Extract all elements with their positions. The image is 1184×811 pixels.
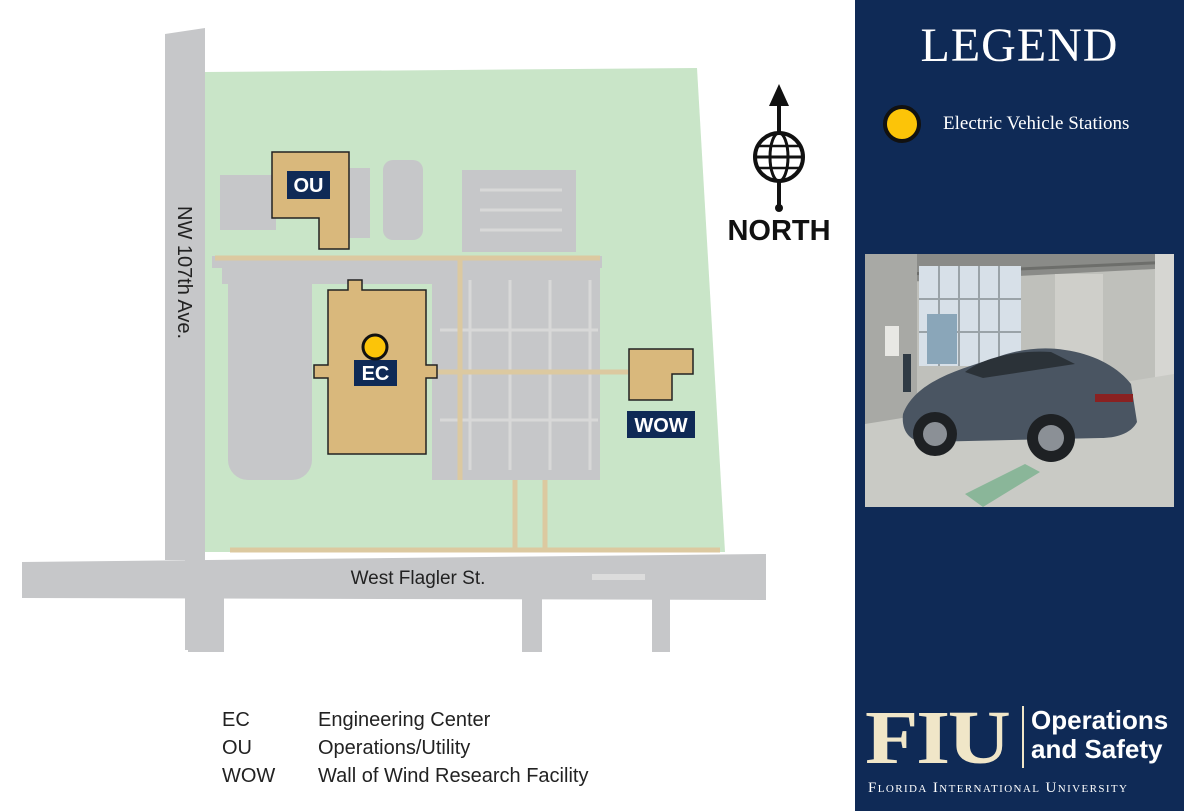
legend-item-label: Electric Vehicle Stations (943, 113, 1130, 134)
key-name: Operations/Utility (318, 736, 471, 759)
street-label-nw-107th: NW 107th Ave. (173, 206, 195, 339)
building-ou-label-bg (287, 171, 330, 199)
road-stub (188, 596, 224, 652)
department-name: Operations and Safety (1031, 706, 1168, 764)
north-label: NORTH (727, 215, 830, 247)
key-row: WOW Wall of Wind Research Facility (222, 762, 588, 790)
road-nw-107th-ave (165, 28, 205, 650)
walkways (215, 255, 720, 553)
building-key: EC Engineering Center OU Operations/Util… (222, 706, 588, 790)
department-line1: Operations (1031, 705, 1169, 735)
road-west-flagler (22, 554, 766, 600)
campus-map: OU EC WOW NW 107th Ave. West Flagler St.… (22, 28, 831, 652)
key-name: Wall of Wind Research Facility (318, 764, 589, 787)
key-row: OU Operations/Utility (222, 734, 588, 762)
ev-station-dot-icon[interactable] (361, 333, 389, 361)
legend-panel: LEGEND Electric Vehicle Stations (855, 0, 1184, 811)
north-compass-icon (753, 84, 805, 212)
brand-divider (1022, 706, 1024, 768)
ev-photo-illustration (865, 254, 1174, 507)
street-label-west-flagler: West Flagler St. (351, 568, 486, 589)
key-abbr: OU (222, 736, 252, 759)
key-abbr: EC (222, 708, 250, 731)
fiu-logo: FIU (865, 696, 1011, 780)
building-ou-label: OU (294, 175, 324, 197)
university-name: Florida International University (868, 780, 1129, 796)
building-ec-label: EC (362, 363, 390, 385)
legend-title: LEGEND (920, 19, 1119, 72)
building-wow-label: WOW (634, 415, 687, 437)
road-stub (522, 596, 542, 652)
department-line2: and Safety (1031, 734, 1163, 764)
key-name: Engineering Center (318, 708, 491, 731)
road-stub (652, 596, 670, 652)
legend-item-ev-stations: Electric Vehicle Stations (883, 104, 1129, 144)
ev-charging-photo (865, 254, 1174, 507)
fiu-branding: FIU Operations and Safety Florida Intern… (865, 700, 1180, 800)
building-ec-label-bg (354, 360, 397, 386)
building-wow-shape (628, 348, 694, 401)
key-abbr: WOW (222, 764, 276, 787)
parking-stripes (440, 188, 598, 470)
key-row: EC Engineering Center (222, 706, 588, 734)
ev-station-dot-icon (883, 105, 921, 143)
building-wow-label-bg (627, 411, 695, 438)
